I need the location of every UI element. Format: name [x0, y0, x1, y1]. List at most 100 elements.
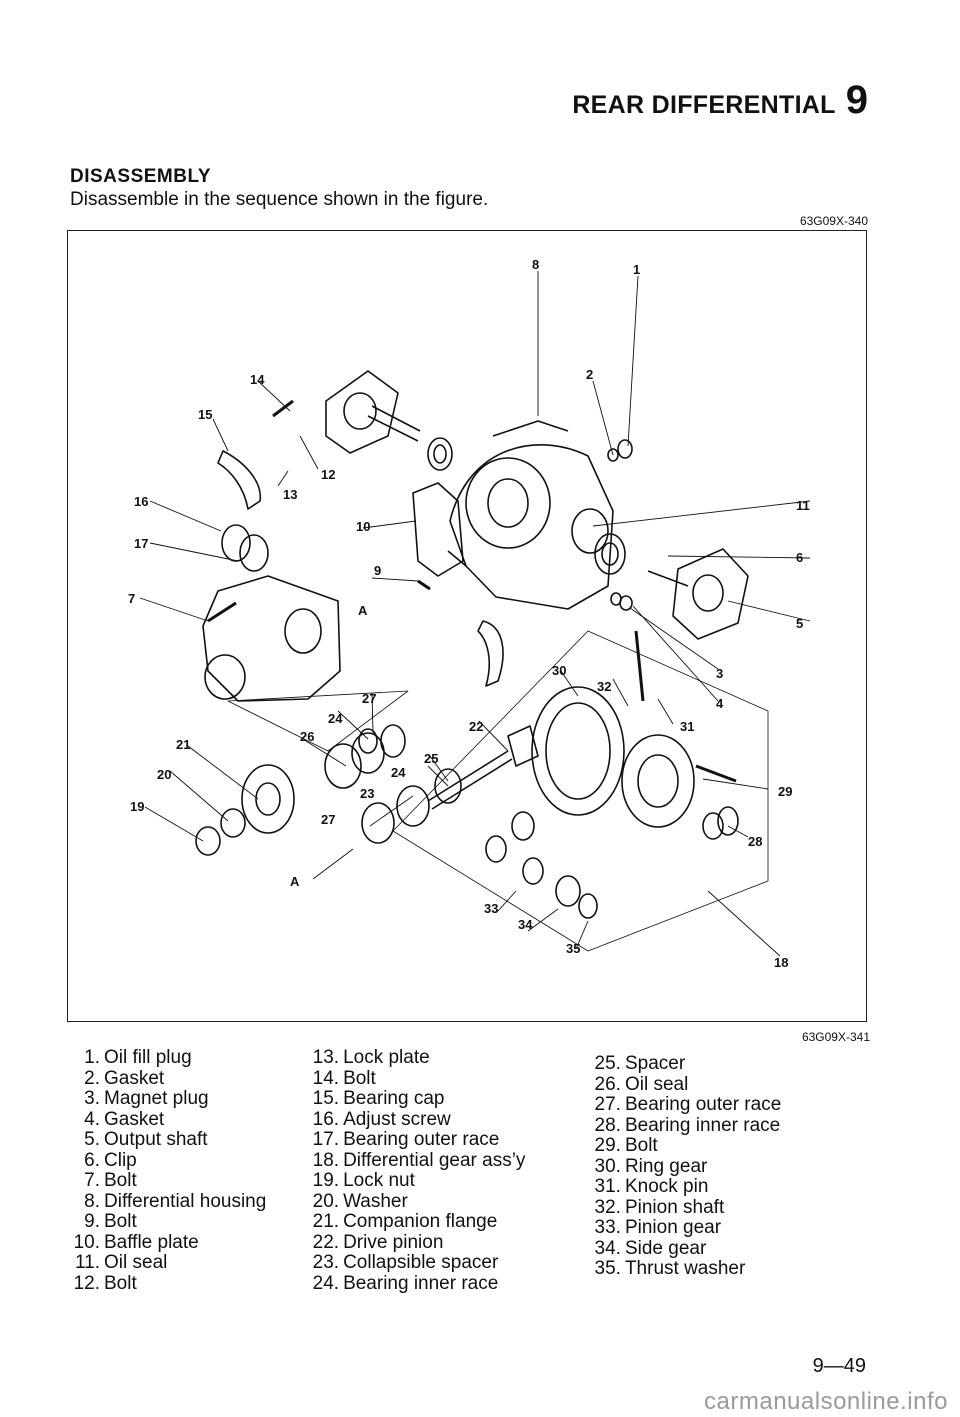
part-number: 30.: [594, 1155, 621, 1177]
part-name: Pinion gear: [624, 1217, 722, 1238]
part-number: 20.: [312, 1190, 340, 1212]
chapter-number: 9: [845, 78, 868, 122]
part-number: 2.: [84, 1067, 100, 1089]
part-item: 12.Bolt: [70, 1272, 309, 1295]
figure-code-top: 63G09X-340: [799, 214, 868, 228]
differential-housing-drawing: [447, 420, 614, 610]
part-number: 9.: [84, 1211, 100, 1232]
figure-code-bottom: 63G09X-341: [801, 1030, 870, 1044]
part-name: Bearing cap: [343, 1088, 445, 1109]
part-name: Gasket: [104, 1108, 165, 1130]
bearing-cap-right-drawing: [477, 620, 504, 687]
bolt-29-drawing: [695, 764, 737, 783]
part-name: Bolt: [104, 1170, 137, 1191]
part-number: 5.: [84, 1129, 100, 1150]
part-item: 31.Knock pin: [591, 1176, 830, 1198]
part-item: 26.Oil seal: [591, 1073, 830, 1096]
leader-lines: [139, 271, 811, 957]
parts-column-3: 25.Spacer 26.Oil seal 27.Bearing outer r…: [591, 1048, 830, 1294]
part-number: 6.: [84, 1149, 100, 1171]
part-number: 12.: [73, 1272, 100, 1294]
watermark: carmanualsonline.info: [704, 1388, 948, 1415]
ring-gear-drawing: [531, 630, 695, 828]
callout-32: 32: [597, 679, 611, 694]
part-number: 4.: [84, 1108, 100, 1130]
part-name: Clip: [104, 1149, 137, 1171]
part-number: 13.: [312, 1047, 340, 1068]
part-number: 26.: [594, 1073, 621, 1095]
output-shaft-left-drawing: [325, 370, 453, 471]
part-item: 9.Bolt: [70, 1211, 309, 1233]
bearing-27-drawing: [358, 728, 378, 754]
callout-28: 28: [748, 834, 762, 849]
part-name: Drive pinion: [343, 1231, 444, 1253]
callout-7: 7: [128, 591, 135, 606]
part-item: 27.Bearing outer race: [591, 1094, 830, 1116]
callout-23: 23: [360, 786, 374, 801]
part-name: Pinion shaft: [624, 1196, 725, 1218]
part-item: 5.Output shaft: [70, 1129, 309, 1151]
part-number: 29.: [594, 1135, 621, 1156]
callout-6: 6: [796, 550, 803, 565]
part-item: 8.Differential housing: [70, 1191, 309, 1213]
part-number: 23.: [312, 1252, 340, 1273]
part-number: 28.: [594, 1114, 621, 1136]
callout-18: 18: [774, 955, 788, 970]
part-item: 3.Magnet plug: [70, 1088, 309, 1110]
callout-29: 29: [778, 784, 792, 799]
part-number: 18.: [312, 1149, 340, 1171]
drawing-parts: [195, 370, 769, 952]
part-name: Bearing inner race: [624, 1114, 781, 1136]
callout-35: 35: [566, 941, 580, 956]
section-title: REAR DIFFERENTIAL: [572, 91, 836, 119]
part-item: 4.Gasket: [70, 1108, 309, 1131]
part-name: Bearing outer race: [343, 1129, 500, 1150]
part-item: 17.Bearing outer race: [309, 1129, 591, 1151]
part-item: 30.Ring gear: [591, 1155, 830, 1178]
part-number: 21.: [312, 1211, 340, 1232]
callout-2: 2: [586, 367, 593, 382]
callout-21: 21: [176, 737, 190, 752]
callout-31: 31: [680, 719, 694, 734]
part-item: 28.Bearing inner race: [591, 1114, 830, 1137]
part-item: 13.Lock plate: [309, 1047, 591, 1069]
carrier-drawing: [202, 575, 341, 702]
part-item: 16.Adjust screw: [309, 1108, 591, 1131]
parts-column-2: 13.Lock plate 14.Bolt 15.Bearing cap 16.…: [309, 1047, 591, 1294]
part-item: 19.Lock nut: [309, 1170, 591, 1192]
part-number: 19.: [312, 1170, 340, 1191]
part-number: 33.: [594, 1217, 621, 1238]
part-number: 25.: [594, 1053, 621, 1074]
part-number: 7.: [84, 1170, 100, 1191]
part-name: Bolt: [104, 1211, 137, 1232]
bolt-14-drawing: [272, 399, 294, 418]
part-number: 31.: [594, 1176, 621, 1197]
callout-20: 20: [157, 767, 171, 782]
part-name: Ring gear: [624, 1155, 708, 1177]
part-name: Gasket: [104, 1067, 165, 1089]
part-item: 32.Pinion shaft: [591, 1196, 830, 1219]
callout-3: 3: [716, 666, 723, 681]
part-item: 29.Bolt: [591, 1135, 830, 1157]
part-item: 22.Drive pinion: [309, 1231, 591, 1254]
callout-8: 8: [532, 257, 539, 272]
callout-9: 9: [374, 563, 381, 578]
part-number: 17.: [312, 1129, 340, 1150]
exploded-view-figure: 1 2 3 4 5 6 7 8 9 10 11 12 13 14 15 16 1…: [67, 230, 867, 1022]
part-item: 20.Washer: [309, 1190, 591, 1213]
callout-27b: 27: [321, 812, 335, 827]
part-name: Magnet plug: [104, 1088, 209, 1109]
exploded-view-drawing: 1 2 3 4 5 6 7 8 9 10 11 12 13 14 15 16 1…: [128, 257, 811, 970]
part-name: Spacer: [624, 1053, 686, 1074]
part-name: Collapsible spacer: [343, 1252, 499, 1273]
part-item: 34.Side gear: [591, 1238, 830, 1260]
part-number: 16.: [312, 1108, 340, 1130]
callout-30: 30: [552, 663, 566, 678]
page-header: REAR DIFFERENTIAL 9: [572, 80, 868, 120]
part-item: 11.Oil seal: [70, 1252, 309, 1274]
callout-33: 33: [484, 901, 498, 916]
output-shaft-right-drawing: [594, 533, 749, 640]
callout-labels: 1 2 3 4 5 6 7 8 9 10 11 12 13 14 15 16 1…: [128, 257, 810, 970]
instructions-text: Disassemble in the sequence shown in the…: [70, 189, 489, 210]
part-item: 6.Clip: [70, 1149, 309, 1172]
